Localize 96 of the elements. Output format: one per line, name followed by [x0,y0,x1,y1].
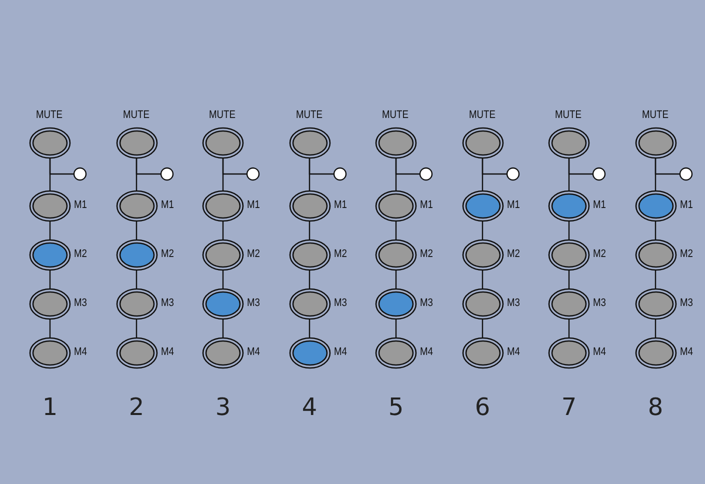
connector-line [222,158,224,191]
button-label: M2 [593,248,606,260]
button-label: M4 [247,346,260,358]
connector-line [568,319,570,338]
connector-line [136,270,138,289]
indicator-circle [332,167,346,181]
button-label: M3 [160,297,174,309]
connector-line [222,270,224,289]
connector-line [654,158,656,191]
connector-line [395,221,397,240]
connector-line [482,319,484,338]
connector-line [568,270,570,289]
connector-line [49,319,51,338]
connector-line [136,319,138,338]
button-label: M3 [506,297,520,309]
button-label: M3 [247,297,260,309]
connector-line [49,270,51,289]
button-label: MUTE [209,109,236,121]
button-label: M3 [680,297,692,309]
connector-line [482,270,484,289]
connector-line [654,319,656,338]
indicator-circle [73,167,87,181]
channel-number: 8 [646,393,664,421]
button-label: M1 [420,199,433,211]
button-label: M4 [420,346,433,358]
button-label: M2 [506,248,520,260]
channel-number: 2 [128,393,146,421]
button-label: M4 [680,346,692,358]
button [116,109,158,159]
button [548,109,590,159]
button-label: M1 [334,199,346,211]
button-label: MUTE [642,109,668,121]
button [375,109,417,159]
connector-line [395,158,397,191]
button-label: M3 [74,297,87,309]
connector-line [568,221,570,240]
button-label: M2 [247,248,260,260]
connector-line [568,158,570,191]
button-label: M2 [420,248,433,260]
channel-number: 3 [214,393,232,421]
button-label: MUTE [36,109,62,121]
button [29,109,71,159]
button-label: M1 [74,199,87,211]
connector-line [308,158,310,191]
channel-number: 5 [387,393,405,421]
connector-line [136,221,138,240]
button-label: MUTE [468,109,495,121]
channel-number: 1 [41,393,59,421]
button-label: M4 [593,346,606,358]
button-label: MUTE [296,109,322,121]
indicator-circle [419,167,433,181]
connector-line [654,221,656,240]
indicator-circle [592,167,606,181]
button-label: M4 [74,346,87,358]
connector-line [308,319,310,338]
indicator-circle [160,167,174,181]
button-label: MUTE [382,109,408,121]
button-label: M2 [160,248,174,260]
button-label: MUTE [555,109,582,121]
button [202,109,244,159]
button-label: M3 [593,297,606,309]
channel-number: 4 [300,393,318,421]
indicator-circle [678,167,692,181]
button-label: M1 [680,199,692,211]
indicator-circle [506,167,520,181]
button-label: M1 [593,199,606,211]
connector-line [136,158,138,191]
button-label: M2 [680,248,692,260]
button-label: M2 [74,248,87,260]
button-label: M1 [160,199,174,211]
connector-line [308,270,310,289]
connector-line [395,319,397,338]
connector-line [222,319,224,338]
channel-number: 6 [474,393,492,421]
button-label: MUTE [122,109,149,121]
button-label: M3 [420,297,433,309]
connector-line [482,158,484,191]
button [634,109,676,159]
button-label: M3 [334,297,346,309]
button [288,109,330,159]
connector-line [222,221,224,240]
connector-line [654,270,656,289]
button-label: M4 [334,346,346,358]
button-label: M1 [247,199,260,211]
button-label: M2 [334,248,346,260]
connector-line [395,270,397,289]
connector-line [49,158,51,191]
connector-line [49,221,51,240]
button-label: M4 [160,346,174,358]
connector-line [308,221,310,240]
indicator-circle [246,167,260,181]
button-label: M4 [506,346,520,358]
channel-number: 7 [560,393,578,421]
button [462,109,504,159]
button-label: M1 [506,199,520,211]
connector-line [482,221,484,240]
